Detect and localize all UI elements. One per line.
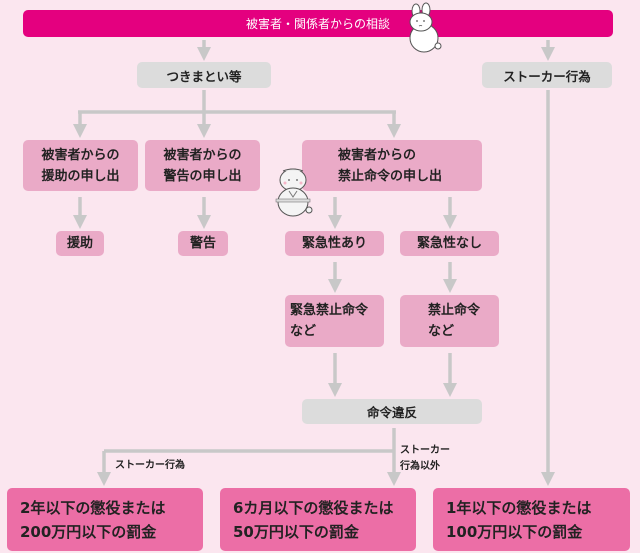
urgent-label: 緊急性あり xyxy=(301,236,367,251)
tsukimatoi-box: つきまとい等 xyxy=(137,62,271,88)
penalty-box-non-stalking-order: 6カ月以下の懲役または 50万円以下の罰金 xyxy=(220,488,416,551)
request-aid-line2: 援助の申し出 xyxy=(41,168,120,184)
bunny-police-icon xyxy=(275,168,313,217)
penalty-box-stalking-order: 2年以下の懲役または 200万円以下の罰金 xyxy=(7,488,203,551)
edge-label-stalking: ストーカー行為 xyxy=(115,460,185,471)
warning-box: 警告 xyxy=(178,231,228,256)
penalty-box-stalking: 1年以下の懲役または 100万円以下の罰金 xyxy=(433,488,630,551)
aid-label: 援助 xyxy=(66,236,93,251)
urgent-box: 緊急性あり xyxy=(285,231,384,256)
request-aid-line1: 被害者からの xyxy=(41,147,120,163)
urgent-order-box: 緊急禁止命令など xyxy=(285,295,384,347)
request-warning-line2: 警告の申し出 xyxy=(163,168,242,184)
bunny-thinking-icon xyxy=(409,2,442,53)
penalty-3-line1: 1年以下の懲役または xyxy=(446,498,592,517)
request-warning-box: 被害者からの警告の申し出 xyxy=(145,140,260,191)
not-urgent-label: 緊急性なし xyxy=(416,236,482,251)
request-aid-box: 被害者からの援助の申し出 xyxy=(23,140,138,191)
urgent-order-line1: 緊急禁止命令 xyxy=(290,303,369,318)
consultation-label: 被害者・関係者からの相談 xyxy=(245,17,390,31)
request-warning-line1: 被害者からの xyxy=(163,147,242,163)
warning-label: 警告 xyxy=(189,236,216,251)
order-line2: など xyxy=(428,324,455,339)
penalty-1-line1: 2年以下の懲役または xyxy=(20,498,166,517)
violation-label: 命令違反 xyxy=(366,405,417,420)
not-urgent-box: 緊急性なし xyxy=(400,231,499,256)
request-order-box: 被害者からの禁止命令の申し出 xyxy=(302,140,482,191)
urgent-order-line2: など xyxy=(290,324,317,339)
order-line1: 禁止命令 xyxy=(428,303,481,318)
order-box: 禁止命令など xyxy=(400,295,499,347)
request-order-line2: 禁止命令の申し出 xyxy=(338,168,443,184)
penalty-2-line2: 50万円以下の罰金 xyxy=(233,522,359,541)
edge-label-non-stalking-line1: ストーカー xyxy=(400,445,450,456)
aid-box: 援助 xyxy=(56,231,104,256)
stalking-label: ストーカー行為 xyxy=(503,68,591,84)
penalty-2-line1: 6カ月以下の懲役または xyxy=(233,498,394,517)
penalty-1-line2: 200万円以下の罰金 xyxy=(20,522,157,541)
edge-label-non-stalking: ストーカー 行為以外 xyxy=(400,443,450,475)
stalking-box: ストーカー行為 xyxy=(482,62,612,88)
penalty-3-line2: 100万円以下の罰金 xyxy=(446,522,583,541)
edge-label-non-stalking-line2: 行為以外 xyxy=(400,461,440,472)
consultation-bar: 被害者・関係者からの相談 xyxy=(23,10,613,37)
request-order-line1: 被害者からの xyxy=(338,147,417,163)
violation-box: 命令違反 xyxy=(302,399,482,424)
tsukimatoi-label: つきまとい等 xyxy=(166,68,242,84)
